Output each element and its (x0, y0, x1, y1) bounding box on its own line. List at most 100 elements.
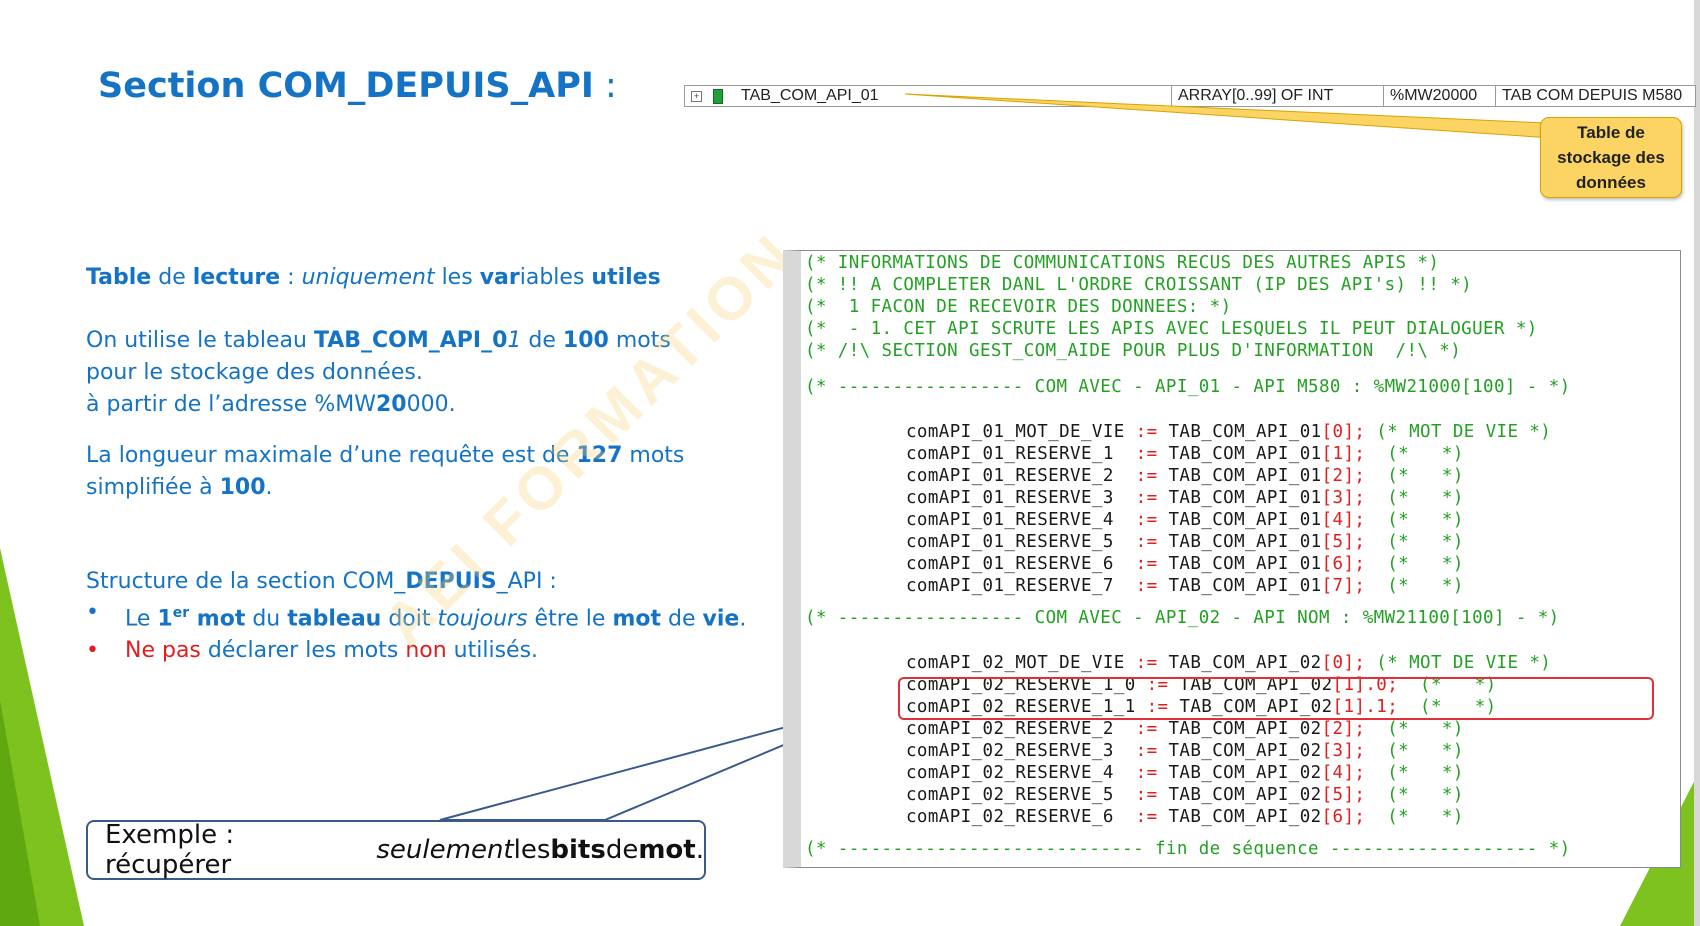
code-assignment-line: comAPI_02_RESERVE_2 := TAB_COM_API_02[2]… (906, 719, 1464, 739)
code-assignment-line: comAPI_02_RESERVE_1_1 := TAB_COM_API_02[… (906, 697, 1497, 717)
code-lvalue: comAPI_01_RESERVE_2 (906, 466, 1125, 486)
code-operator: := (1124, 741, 1169, 761)
code-comment: (* MOT DE VIE *) (1365, 422, 1552, 442)
code-rvalue: TAB_COM_API_01 (1168, 576, 1322, 596)
max-length-line-2: simplifiée à 100. (86, 472, 684, 504)
table-usage-line-2: pour le stockage des données. (86, 360, 423, 385)
code-index: [0]; (1321, 653, 1366, 673)
code-comment: (* *) (1365, 554, 1464, 574)
example-callout: Exemple : récupérer seulement les bits d… (86, 820, 706, 880)
text-structure: Structure de la section COM_ (86, 569, 406, 594)
code-rvalue: TAB_COM_API_01 (1168, 532, 1322, 552)
callout-line-3: données (1576, 173, 1646, 192)
callout-line-1: Table de (1577, 123, 1645, 142)
text-colon: : (280, 265, 302, 290)
code-lvalue: comAPI_02_RESERVE_5 (906, 785, 1125, 805)
code-index: [6]; (1321, 807, 1366, 827)
code-rvalue: TAB_COM_API_01 (1168, 510, 1322, 530)
code-editor-panel[interactable] (783, 250, 1681, 868)
code-index: [1].0; (1332, 675, 1399, 695)
code-operator: := (1124, 532, 1169, 552)
code-operator: := (1124, 763, 1169, 783)
code-section-separator: (* ----------------- COM AVEC - API_01 -… (805, 377, 1571, 397)
code-assignment-line: comAPI_01_RESERVE_4 := TAB_COM_API_01[4]… (906, 510, 1464, 530)
text-adresse: à partir de l’adresse %MW (86, 392, 376, 417)
code-assignment-line: comAPI_02_RESERVE_4 := TAB_COM_API_02[4]… (906, 763, 1464, 783)
text-api: _API : (496, 569, 557, 594)
code-rvalue: TAB_COM_API_02 (1168, 653, 1322, 673)
code-assignment-line: comAPI_01_RESERVE_3 := TAB_COM_API_01[3]… (906, 488, 1464, 508)
b1-text-f: doit (381, 606, 438, 632)
example-text-f: mot (638, 835, 696, 865)
code-index: [6]; (1321, 554, 1366, 574)
code-operator: := (1124, 576, 1169, 596)
code-lvalue: comAPI_01_RESERVE_7 (906, 576, 1125, 596)
code-index: [2]; (1321, 466, 1366, 486)
b1-text-i: mot (612, 606, 662, 632)
code-index: [0]; (1321, 422, 1366, 442)
code-lvalue: comAPI_02_RESERVE_1_1 (906, 697, 1136, 717)
code-assignment-line: comAPI_02_RESERVE_1_0 := TAB_COM_API_02[… (906, 675, 1497, 695)
code-rvalue: TAB_COM_API_02 (1168, 807, 1322, 827)
text-les: les (434, 265, 480, 290)
example-text-c: les (513, 835, 551, 865)
variable-declaration-row[interactable]: + TAB_COM_API_01 ARRAY[0..99] OF INT %MW… (684, 85, 1696, 107)
code-lvalue: comAPI_01_MOT_DE_VIE (906, 422, 1125, 442)
code-assignment-line: comAPI_01_MOT_DE_VIE := TAB_COM_API_01[0… (906, 422, 1551, 442)
text-simplifiee: simplifiée à (86, 475, 220, 500)
b1-text-a: Le (125, 606, 158, 632)
code-comment: (* *) (1365, 532, 1464, 552)
text-period: . (265, 475, 273, 500)
code-operator: := (1124, 807, 1169, 827)
code-assignment-line: comAPI_02_RESERVE_3 := TAB_COM_API_02[3]… (906, 741, 1464, 761)
code-lvalue: comAPI_02_RESERVE_3 (906, 741, 1125, 761)
example-text-g: . (695, 835, 704, 865)
text-longueur: La longueur maximale d’une requête est d… (86, 443, 577, 468)
code-rvalue: TAB_COM_API_02 (1168, 763, 1322, 783)
reading-table-line: Table de lecture : uniquement les variab… (86, 262, 661, 294)
code-comment: (* *) (1365, 510, 1464, 530)
b1-text-j: de (661, 606, 703, 632)
code-operator: := (1124, 653, 1169, 673)
variable-comment: TAB COM DEPUIS M580 (1495, 86, 1695, 106)
text-table: Table (86, 265, 152, 290)
expand-icon[interactable]: + (691, 91, 702, 102)
bullet-dot: • (86, 638, 99, 664)
code-assignment-line: comAPI_01_RESERVE_5 := TAB_COM_API_01[5]… (906, 532, 1464, 552)
text-lecture: lecture (192, 265, 281, 290)
example-text-e: de (605, 835, 639, 865)
code-lvalue: comAPI_02_RESERVE_2 (906, 719, 1125, 739)
code-operator: := (1124, 444, 1169, 464)
code-assignment-line: comAPI_01_RESERVE_2 := TAB_COM_API_01[2]… (906, 466, 1464, 486)
code-index: [5]; (1321, 532, 1366, 552)
code-lvalue: comAPI_02_RESERVE_1_0 (906, 675, 1136, 695)
code-index: [7]; (1321, 576, 1366, 596)
text-100-2: 100 (219, 475, 266, 500)
max-length-line-1: La longueur maximale d’une requête est d… (86, 440, 684, 472)
code-lvalue: comAPI_01_RESERVE_1 (906, 444, 1125, 464)
code-rvalue: TAB_COM_API_01 (1168, 554, 1322, 574)
code-comment: (* *) (1365, 807, 1464, 827)
code-index: [1]; (1321, 444, 1366, 464)
code-comment: (* *) (1365, 444, 1464, 464)
code-assignment-line: comAPI_01_RESERVE_6 := TAB_COM_API_01[6]… (906, 554, 1464, 574)
code-comment-line: (* - 1. CET API SCRUTE LES APIS AVEC LES… (805, 319, 1538, 339)
b2-text-c: non (405, 638, 447, 664)
code-rvalue: TAB_COM_API_02 (1179, 675, 1333, 695)
b2-text-d: utilisés. (446, 638, 539, 664)
code-assignment-line: comAPI_01_RESERVE_1 := TAB_COM_API_01[1]… (906, 444, 1464, 464)
code-comment: (* MOT DE VIE *) (1365, 653, 1552, 673)
code-rvalue: TAB_COM_API_01 (1168, 444, 1322, 464)
example-text-b: seulement (376, 835, 514, 865)
code-index: [3]; (1321, 488, 1366, 508)
code-comment-line: (* !! A COMPLETER DANL L'ORDRE CROISSANT… (805, 275, 1473, 295)
code-comment: (* *) (1365, 576, 1464, 596)
code-rvalue: TAB_COM_API_02 (1168, 719, 1322, 739)
code-lvalue: comAPI_02_RESERVE_6 (906, 807, 1125, 827)
b2-text-b: déclarer les mots (200, 638, 406, 664)
code-end-separator: (* ---------------------------- fin de s… (805, 839, 1571, 859)
code-rvalue: TAB_COM_API_01 (1168, 466, 1322, 486)
text-de-2: de (521, 328, 563, 353)
b1-text-e: tableau (287, 606, 382, 632)
code-lvalue: comAPI_02_MOT_DE_VIE (906, 653, 1125, 673)
